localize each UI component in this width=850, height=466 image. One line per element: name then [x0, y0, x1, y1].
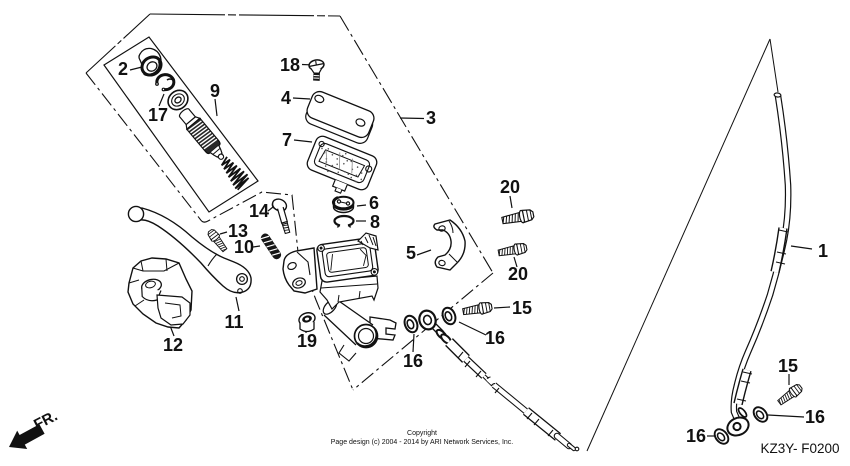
svg-text:Copyright: Copyright: [407, 430, 437, 437]
svg-text:10: 10: [234, 237, 254, 257]
svg-text:4: 4: [281, 88, 291, 108]
svg-text:17: 17: [148, 105, 168, 125]
svg-text:9: 9: [210, 81, 220, 101]
svg-text:20: 20: [508, 264, 528, 284]
svg-text:16: 16: [403, 351, 423, 371]
svg-text:13: 13: [228, 221, 248, 241]
svg-text:5: 5: [406, 243, 416, 263]
svg-text:16: 16: [686, 426, 706, 446]
svg-text:19: 19: [297, 331, 317, 351]
svg-text:8: 8: [370, 212, 380, 232]
svg-text:11: 11: [224, 312, 243, 332]
svg-text:KZ3Y- F0200: KZ3Y- F0200: [760, 441, 839, 456]
svg-text:7: 7: [282, 130, 292, 150]
svg-text:16: 16: [805, 407, 825, 427]
svg-text:15: 15: [512, 298, 532, 318]
svg-text:20: 20: [500, 177, 520, 197]
svg-text:18: 18: [280, 55, 300, 75]
svg-text:12: 12: [163, 335, 183, 355]
svg-text:1: 1: [818, 241, 828, 261]
svg-text:15: 15: [778, 356, 798, 376]
svg-text:3: 3: [426, 108, 436, 128]
svg-text:16: 16: [485, 328, 505, 348]
svg-text:14: 14: [249, 201, 269, 221]
svg-text:2: 2: [118, 59, 128, 79]
svg-text:6: 6: [369, 193, 379, 213]
svg-text:Page design (c) 2004 - 2014 by: Page design (c) 2004 - 2014 by ARI Netwo…: [331, 439, 514, 446]
